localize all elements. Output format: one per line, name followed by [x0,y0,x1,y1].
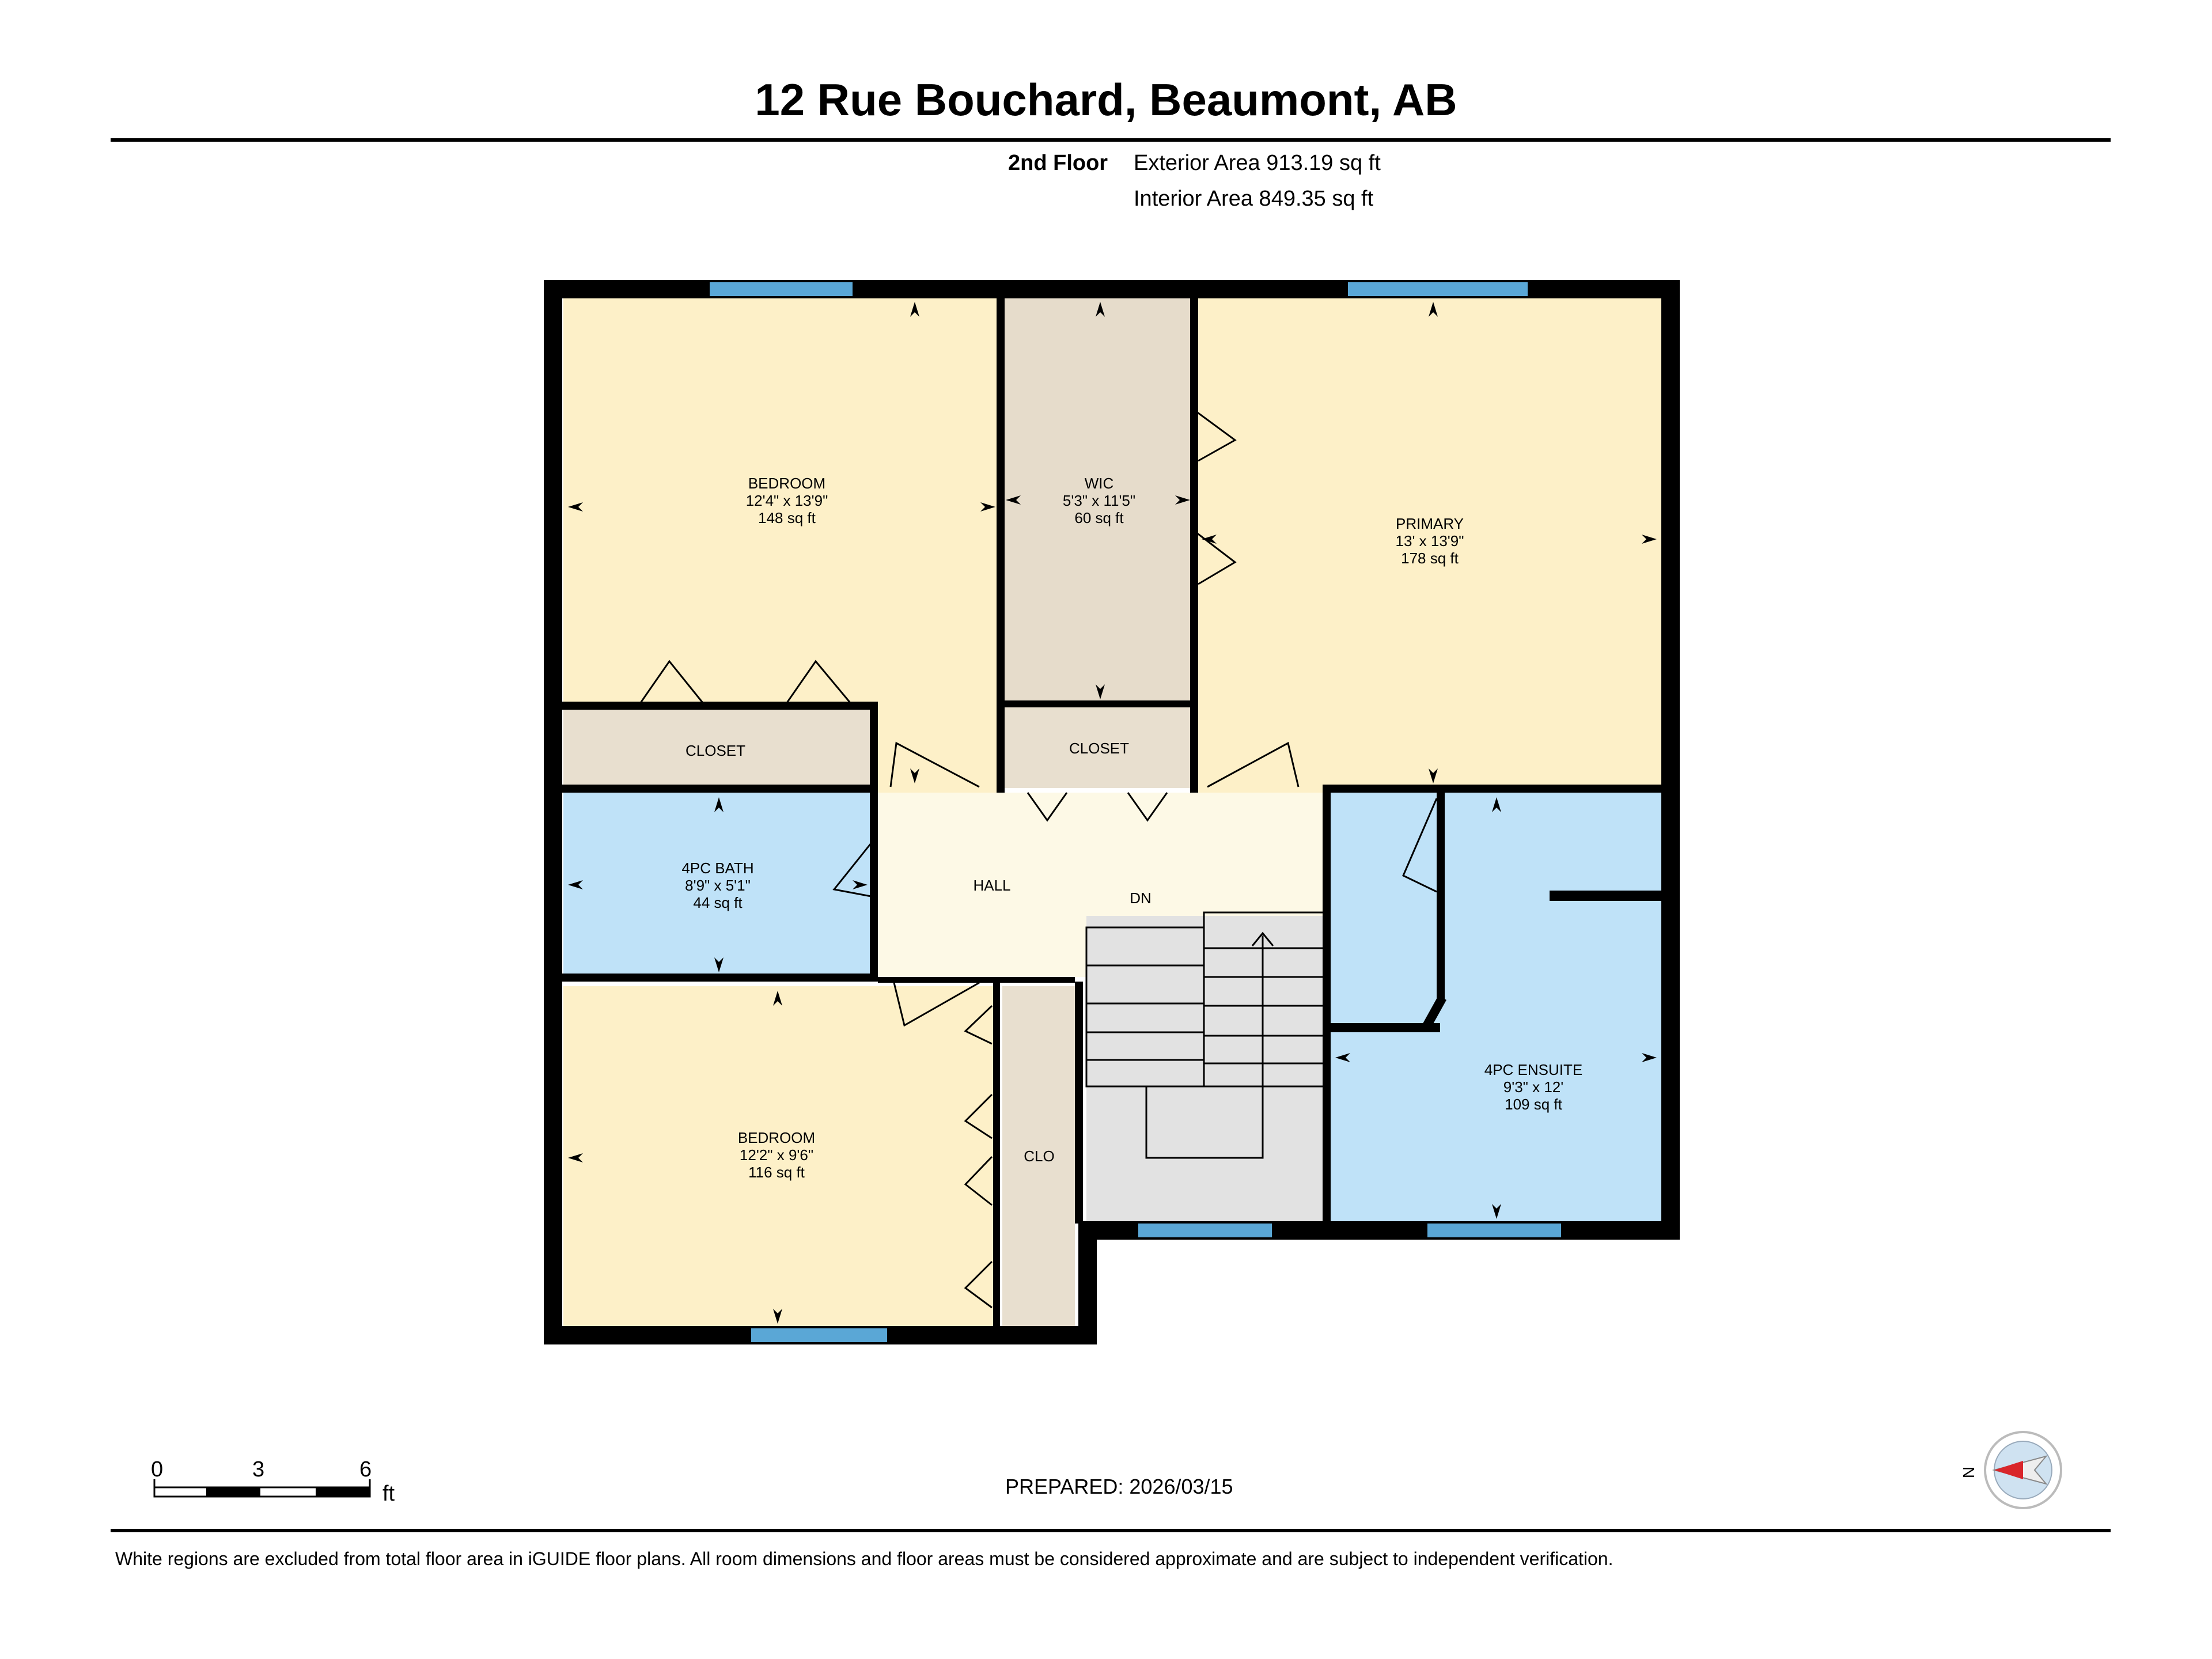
wic-name: WIC [1085,475,1114,492]
scale-tick-3: 3 [252,1457,265,1482]
ensuite-name: 4PC ENSUITE [1484,1061,1583,1078]
clo-name: CLO [1024,1147,1054,1165]
disclaimer: White regions are excluded from total fl… [115,1548,1613,1569]
ensuite-fill [1331,793,1662,1221]
bedroom-2-area: 116 sq ft [748,1164,805,1181]
windows [710,282,1561,1342]
scale-unit: ft [382,1482,395,1506]
primary-dims: 13' x 13'9" [1396,532,1464,550]
stairs [1085,911,1326,1159]
room-labels: BEDROOM 12'4" x 13'9" 148 sq ft WIC 5'3"… [681,475,1582,1181]
stairs-label: DN [1130,889,1152,907]
bedroom-1-name: BEDROOM [748,475,825,492]
dimension-arrows [568,302,1657,1324]
closet-2-fill [1002,707,1196,788]
exterior-area: Exterior Area 913.19 sq ft [1134,151,1381,175]
compass-north-letter: N [1960,1466,1978,1479]
primary-name: PRIMARY [1396,515,1464,532]
closet-2-name: CLOSET [1069,740,1129,757]
primary-fill [1196,297,1662,793]
bedroom-1-area: 148 sq ft [758,509,816,527]
closet-1-name: CLOSET [685,742,745,759]
scale-tick-6: 6 [359,1457,372,1482]
scale-bar [153,1479,371,1498]
wic-area: 60 sq ft [1074,509,1124,527]
door-swings [639,410,1438,1309]
ensuite-area: 109 sq ft [1505,1096,1563,1113]
footer-rule [111,1529,2111,1532]
floor-label: 2nd Floor [1008,151,1108,175]
wic-fill [1002,297,1196,703]
bedroom-1-dims: 12'4" x 13'9" [746,492,828,509]
page-title: 12 Rue Bouchard, Beaumont, AB [755,74,1457,125]
bath-fill [563,793,872,977]
clo-fill [1002,986,1075,1327]
bath-dims: 8'9" x 5'1" [685,877,751,894]
closet-1-fill [563,710,871,786]
stairs-fill [1086,916,1331,1221]
scale-tick-0: 0 [151,1457,164,1482]
wic-dims: 5'3" x 11'5" [1063,492,1135,509]
ensuite-dims: 9'3" x 12' [1503,1078,1563,1096]
hall-name: HALL [973,877,1010,894]
bedroom-2-dims: 12'2" x 9'6" [740,1146,813,1164]
bedroom-2-name: BEDROOM [738,1129,815,1146]
header-rule [111,138,2111,142]
bath-area: 44 sq ft [693,894,743,911]
prepared-date: PREPARED: 2026/03/15 [1005,1475,1233,1498]
compass-icon [1984,1431,2062,1509]
bedroom-2-fill [563,986,997,1327]
bath-name: 4PC BATH [681,859,753,877]
interior-area: Interior Area 849.35 sq ft [1134,187,1374,211]
primary-area: 178 sq ft [1401,550,1459,567]
